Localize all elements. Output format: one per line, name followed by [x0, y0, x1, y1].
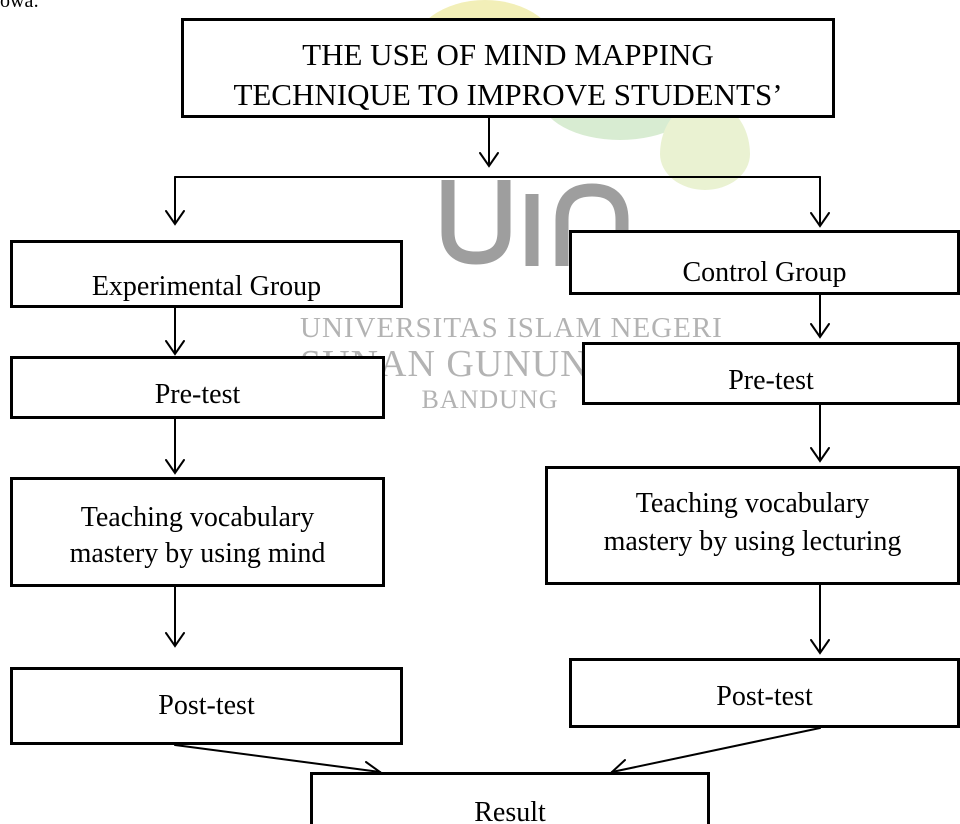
control-group-label: Control Group — [682, 257, 847, 288]
right-pretest-node: Pre-test — [582, 342, 960, 405]
experimental-group-node: Experimental Group — [10, 240, 403, 308]
left-treatment-line-1: Teaching vocabulary — [80, 502, 315, 533]
left-posttest-node: Post-test — [10, 667, 403, 745]
stray-text: owa: — [0, 0, 39, 12]
title-line-1: THE USE OF MIND MAPPING — [302, 37, 714, 72]
watermark-university-name: UNIVERSITAS ISLAM NEGERI — [300, 312, 723, 344]
right-pretest-label: Pre-test — [728, 365, 814, 396]
left-posttest-label: Post-test — [158, 690, 255, 721]
control-group-node: Control Group — [569, 230, 960, 295]
right-treatment-line-1: Teaching vocabulary — [635, 488, 870, 519]
left-pretest-node: Pre-test — [10, 356, 385, 419]
right-posttest-label: Post-test — [716, 681, 813, 712]
result-label: Result — [474, 797, 546, 824]
result-node: Result — [310, 772, 710, 824]
title-line-2: TECHNIQUE TO IMPROVE STUDENTS’ — [233, 77, 783, 112]
watermark-logo — [441, 180, 629, 266]
left-pretest-label: Pre-test — [154, 379, 241, 410]
watermark-bandung: BANDUNG — [421, 385, 559, 414]
right-treatment-node: Teaching vocabulary mastery by using lec… — [545, 466, 960, 585]
left-treatment-line-2: mastery by using mind — [69, 538, 326, 569]
experimental-group-label: Experimental Group — [91, 271, 322, 302]
right-posttest-node: Post-test — [569, 658, 960, 728]
right-treatment-line-2: mastery by using lecturing — [603, 526, 902, 557]
left-treatment-node: Teaching vocabulary mastery by using min… — [10, 477, 385, 587]
title-node: THE USE OF MIND MAPPING TECHNIQUE TO IMP… — [181, 18, 835, 118]
